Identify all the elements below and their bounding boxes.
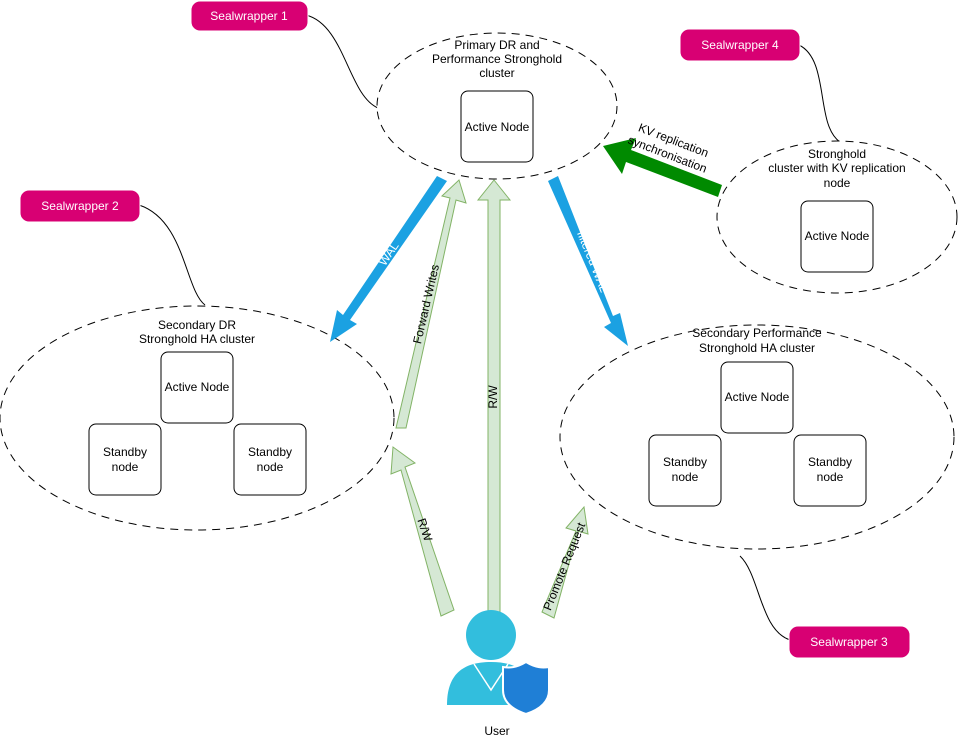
secondary-dr-cluster: Secondary DR Stronghold HA cluster Activ… bbox=[0, 305, 395, 531]
secondary-dr-title-1: Secondary DR bbox=[158, 318, 236, 332]
secondary-perf-title-2: Stronghold HA cluster bbox=[699, 341, 815, 355]
sealwrapper-3-tag: Sealwrapper 3 bbox=[788, 625, 911, 659]
secondary-perf-standby-node-2: Standby node bbox=[793, 434, 867, 507]
secondary-perf-standby-1-label-2: node bbox=[672, 470, 699, 484]
sealwrapper-1-label: Sealwrapper 1 bbox=[210, 9, 288, 23]
secondary-dr-standby-node-2: Standby node bbox=[233, 423, 307, 496]
sealwrapper-2-label: Sealwrapper 2 bbox=[41, 199, 119, 213]
secondary-dr-standby-1-label-2: node bbox=[112, 460, 139, 474]
secondary-dr-standby-2-label-1: Standby bbox=[248, 445, 292, 459]
primary-cluster-title-3: cluster bbox=[479, 66, 514, 80]
connector-sealwrapper-1 bbox=[305, 14, 379, 109]
connector-sealwrapper-4 bbox=[798, 44, 841, 143]
kv-cluster-title-1: Stronghold bbox=[808, 147, 866, 161]
promote-request-label: Promote Request bbox=[540, 520, 588, 612]
sealwrapper-3-label: Sealwrapper 3 bbox=[810, 635, 888, 649]
secondary-dr-active-node-label: Active Node bbox=[165, 380, 230, 394]
primary-active-node-label: Active Node bbox=[465, 120, 530, 134]
promote-request-arrow: Promote Request bbox=[540, 505, 589, 619]
filtered-wal-arrow-label: filtered WAL bbox=[574, 229, 611, 295]
primary-active-node: Active Node bbox=[460, 90, 534, 163]
filtered-wal-arrow: filtered WAL bbox=[548, 176, 628, 346]
kv-active-node: Active Node bbox=[800, 200, 874, 273]
secondary-perf-standby-2-label-2: node bbox=[817, 470, 844, 484]
primary-cluster: Primary DR and Performance Stronghold cl… bbox=[376, 32, 618, 180]
rw-primary-label: R/W bbox=[486, 385, 500, 409]
secondary-perf-title-1: Secondary Performance bbox=[692, 326, 822, 340]
sealwrapper-4-tag: Sealwrapper 4 bbox=[679, 28, 801, 62]
secondary-dr-standby-2-label-2: node bbox=[257, 460, 284, 474]
kv-replication-cluster: Stronghold cluster with KV replication n… bbox=[716, 140, 958, 294]
connector-sealwrapper-3 bbox=[739, 555, 791, 641]
secondary-performance-cluster: Secondary Performance Stronghold HA clus… bbox=[559, 324, 955, 550]
rw-primary-arrow: R/W bbox=[476, 179, 512, 613]
secondary-dr-active-node: Active Node bbox=[160, 351, 234, 424]
connector-sealwrapper-2 bbox=[138, 204, 206, 306]
secondary-perf-standby-node-1: Standby node bbox=[648, 434, 722, 507]
primary-cluster-title-1: Primary DR and bbox=[454, 38, 539, 52]
secondary-perf-active-node-label: Active Node bbox=[725, 390, 790, 404]
kv-active-node-label: Active Node bbox=[805, 229, 870, 243]
kv-replication-arrow: KV replication synchronisation bbox=[603, 120, 722, 197]
secondary-perf-standby-1-label-1: Standby bbox=[663, 455, 707, 469]
user-shield-icon bbox=[447, 610, 550, 716]
rw-dr-arrow: R/W bbox=[390, 446, 455, 617]
secondary-dr-title-2: Stronghold HA cluster bbox=[139, 332, 255, 346]
secondary-dr-standby-node-1: Standby node bbox=[88, 423, 162, 496]
secondary-dr-standby-1-label-1: Standby bbox=[103, 445, 147, 459]
kv-cluster-title-3: node bbox=[824, 176, 851, 190]
sealwrapper-1-tag: Sealwrapper 1 bbox=[190, 0, 309, 32]
sealwrapper-4-label: Sealwrapper 4 bbox=[701, 38, 779, 52]
secondary-perf-active-node: Active Node bbox=[720, 361, 794, 434]
rw-dr-label: R/W bbox=[414, 516, 435, 543]
sealwrapper-2-tag: Sealwrapper 2 bbox=[19, 189, 141, 223]
secondary-perf-standby-2-label-1: Standby bbox=[808, 455, 852, 469]
forward-writes-label: Forward Writes bbox=[410, 263, 442, 345]
forward-writes-arrow: Forward Writes bbox=[395, 179, 467, 429]
kv-cluster-title-2: cluster with KV replication bbox=[768, 161, 905, 175]
primary-cluster-title-2: Performance Stronghold bbox=[432, 52, 562, 66]
user-label: User bbox=[484, 724, 509, 738]
